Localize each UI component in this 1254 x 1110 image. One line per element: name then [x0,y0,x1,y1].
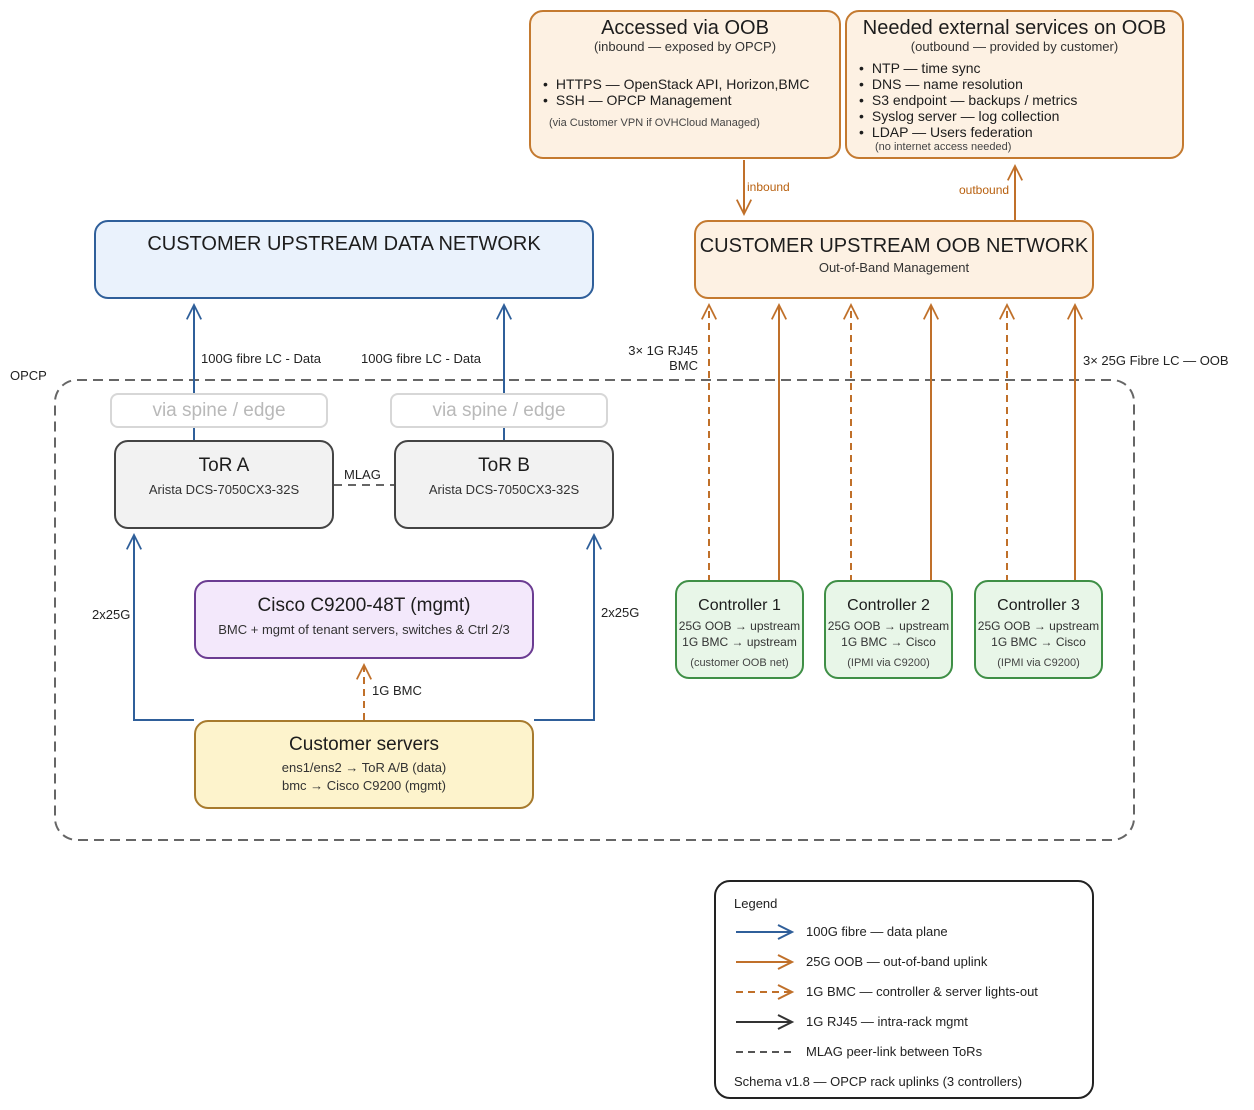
controller-line-2: 1G BMC → Cisco [991,635,1086,649]
server-bmc-label: 1G BMC [372,683,422,698]
controller-line-2: 1G BMC → Cisco [841,635,936,649]
tor-b-switch: ToR B Arista DCS-7050CX3-32S [394,440,614,529]
oob-inbound-note: (via Customer VPN if OVHCloud Managed) [549,117,760,129]
opcp-label: OPCP [10,368,47,383]
legend-label: 100G fibre — data plane [806,924,948,939]
legend-swatch [736,924,795,940]
controller-3: Controller 3 25G OOB → upstream 1G BMC →… [974,580,1103,679]
server-to-tor-a-link [134,535,194,721]
oob-outbound-box: Needed external services on OOB (outboun… [845,10,1184,159]
legend-title: Legend [734,896,778,911]
list-item: S3 endpoint — backups / metrics [859,92,1077,108]
server-to-tor-b-link [534,535,594,721]
servers-title: Customer servers [289,734,439,755]
server-tor-b-label: 2x25G [601,605,640,620]
servers-line-1: ens1/ens2 → ToR A/B (data) [281,760,447,775]
list-item: SSH — OPCP Management [543,92,810,108]
legend: Legend 100G fibre — data plane 25G OOB —… [714,880,1094,1099]
legend-label: 1G BMC — controller & server lights-out [806,984,1038,999]
legend-label: 25G OOB — out-of-band uplink [806,954,988,969]
legend-swatch [736,1051,792,1053]
controller-line-1: 25G OOB → upstream [678,619,801,633]
controller-title: Controller 1 [698,597,781,614]
list-item: DNS — name resolution [859,76,1077,92]
controller-line-1: 25G OOB → upstream [827,619,950,633]
tor-b-model: Arista DCS-7050CX3-32S [428,482,580,497]
oob-inbound-subtitle: (inbound — exposed by OPCP) [593,39,777,54]
spine-edge-a: via spine / edge [110,393,328,428]
oob-outbound-note: (no internet access needed) [875,141,1012,153]
opcp-boundary [54,379,1135,841]
cisco-mgmt-switch: Cisco C9200-48T (mgmt) BMC + mgmt of ten… [194,580,534,659]
data-uplink-a-label: 100G fibre LC - Data [201,351,321,366]
customer-oob-network: CUSTOMER UPSTREAM OOB NETWORK Out-of-Ban… [694,220,1094,299]
oob-inbound-list: HTTPS — OpenStack API, Horizon,BMC SSH —… [543,76,810,108]
bmc-uplink-label-1: 3× 1G RJ45 [628,343,698,358]
controller-line-1: 25G OOB → upstream [977,619,1100,633]
list-item: Syslog server — log collection [859,108,1077,124]
mlag-label: MLAG [344,467,381,482]
legend-label: 1G RJ45 — intra-rack mgmt [806,1014,968,1029]
tor-a-model: Arista DCS-7050CX3-32S [148,482,300,497]
cisco-title: Cisco C9200-48T (mgmt) [257,595,471,616]
controller-note: (IPMI via C9200) [847,657,930,669]
list-item: NTP — time sync [859,60,1077,76]
cisco-subtitle: BMC + mgmt of tenant servers, switches &… [218,622,510,637]
oob-network-subtitle: Out-of-Band Management [818,260,970,275]
legend-label: MLAG peer-link between ToRs [806,1044,983,1059]
legend-swatch [736,954,795,970]
customer-servers: Customer servers ens1/ens2 → ToR A/B (da… [194,720,534,809]
legend-swatch [736,984,795,1000]
legend-swatch [736,1014,795,1030]
controller-title: Controller 3 [997,597,1080,614]
tor-a-title: ToR A [198,455,250,476]
customer-data-network: CUSTOMER UPSTREAM DATA NETWORK [94,220,594,299]
legend-footer: Schema v1.8 — OPCP rack uplinks (3 contr… [734,1074,1023,1089]
controller-note: (IPMI via C9200) [997,657,1080,669]
oob-network-title: CUSTOMER UPSTREAM OOB NETWORK [699,235,1089,257]
oob-outbound-title: Needed external services on OOB [862,17,1167,39]
controller-title: Controller 2 [847,597,930,614]
spine-edge-b: via spine / edge [390,393,608,428]
oob-uplink-label: 3× 25G Fibre LC — OOB [1083,353,1229,368]
inbound-label: inbound [747,180,790,194]
controller-1: Controller 1 25G OOB → upstream 1G BMC →… [675,580,804,679]
server-tor-a-label: 2x25G [92,607,131,622]
controller-note: (customer OOB net) [690,657,789,669]
data-uplink-b-label: 100G fibre LC - Data [361,351,481,366]
data-network-title: CUSTOMER UPSTREAM DATA NETWORK [147,233,541,255]
oob-outbound-list: NTP — time sync DNS — name resolution S3… [859,60,1077,140]
bmc-uplink-label-2: BMC [669,358,698,373]
servers-line-2: bmc → Cisco C9200 (mgmt) [282,778,446,793]
list-item: HTTPS — OpenStack API, Horizon,BMC [543,76,810,92]
outbound-label: outbound [959,183,1010,197]
oob-inbound-box: Accessed via OOB (inbound — exposed by O… [529,10,841,159]
tor-b-title: ToR B [478,455,530,476]
list-item: LDAP — Users federation [859,124,1077,140]
controller-2: Controller 2 25G OOB → upstream 1G BMC →… [824,580,953,679]
oob-outbound-subtitle: (outbound — provided by customer) [910,39,1119,54]
tor-a-switch: ToR A Arista DCS-7050CX3-32S [114,440,334,529]
controller-line-2: 1G BMC → upstream [682,635,797,649]
oob-inbound-title: Accessed via OOB [601,17,769,39]
